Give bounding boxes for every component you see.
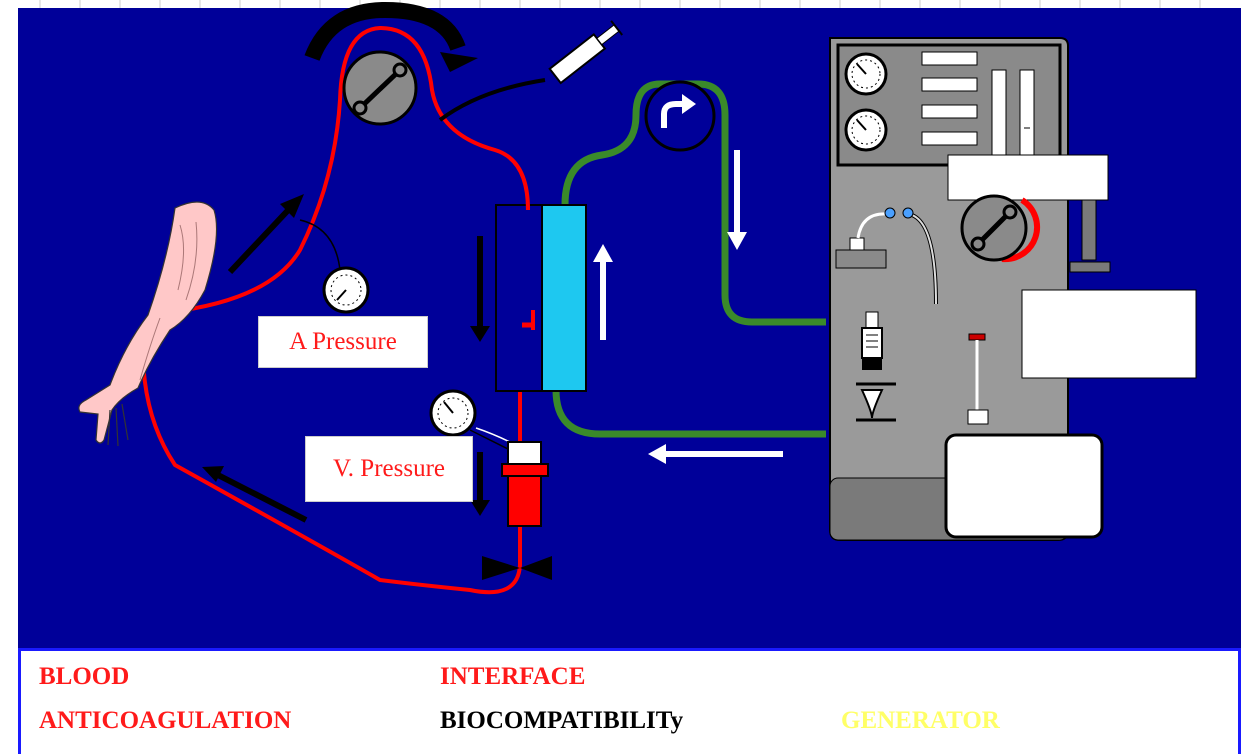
legend-panel: BLOOD INTERFACE ANTICOAGULATION BIOCOMPA…	[18, 648, 1241, 754]
venous-pressure-label: V. Pressure	[305, 436, 473, 502]
heparin-syringe-icon	[856, 311, 896, 422]
blood-circuit	[141, 25, 530, 595]
machine-screen-box	[944, 433, 1104, 539]
dialysate-circuit	[552, 80, 826, 438]
flow-arrows	[202, 150, 783, 523]
legend-blood: BLOOD	[39, 663, 130, 690]
arterial-pressure-gauge-icon	[299, 219, 370, 314]
legend-anticoagulation: ANTICOAGULATION	[39, 707, 292, 734]
arterial-pressure-label: A Pressure	[258, 316, 428, 368]
machine-display-box	[947, 154, 1109, 201]
flow-arrow-icon	[227, 203, 295, 275]
dialyzer	[495, 204, 587, 392]
hemodialysis-circuit-diagram	[18, 0, 1241, 650]
venous-pressure-gauge-icon	[429, 389, 515, 451]
blood-pump	[304, 1, 478, 126]
dialysate-pump-icon	[644, 80, 716, 152]
flow-arrow-icon	[214, 471, 308, 523]
legend-interface: INTERFACE	[440, 663, 586, 690]
pump-rotation-arrow-icon	[440, 52, 478, 72]
venous-clamp-icon	[482, 556, 552, 580]
dialysis-machine	[829, 37, 1197, 541]
legend-biocompatibility: BIOCOMPATIBILITy	[440, 707, 684, 734]
patient-arm-illustration	[78, 201, 218, 447]
venous-bubble-trap	[501, 441, 549, 527]
legend-generator: GENERATOR	[841, 707, 1000, 734]
anticoagulant-syringe	[438, 20, 624, 122]
machine-side-box	[1021, 289, 1197, 379]
